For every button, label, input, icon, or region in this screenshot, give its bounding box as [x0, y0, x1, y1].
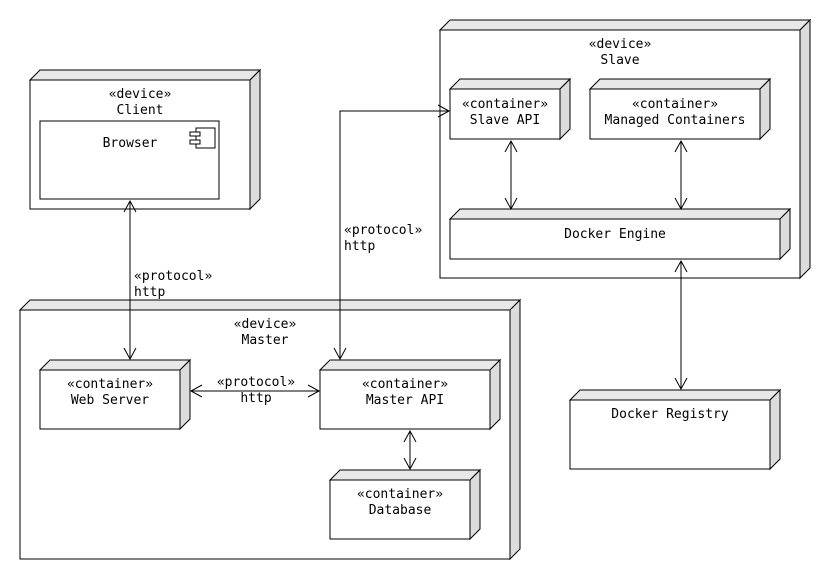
web-server-node: «container» Web Server [38, 358, 192, 431]
web-server-title: Web Server [71, 393, 149, 408]
master-api-title: Master API [366, 393, 444, 408]
edge-client-web-label: http [134, 285, 165, 300]
edge-client-web-stereotype: «protocol» [134, 269, 212, 284]
master-api-node: «container» Master API [318, 358, 502, 431]
edge-engine-registry [674, 259, 688, 391]
docker-registry-title: Docker Registry [611, 407, 729, 422]
edge-web-master: «protocol» http [189, 375, 321, 406]
database-stereotype: «container» [357, 487, 443, 502]
database-title: Database [369, 503, 432, 518]
managed-containers-title: Managed Containers [605, 113, 746, 128]
slave-title: Slave [600, 53, 639, 68]
slave-api-node: «container» Slave API [448, 77, 572, 141]
database-node: «container» Database [328, 468, 482, 541]
managed-containers-node: «container» Managed Containers [588, 77, 772, 141]
browser-component: Browser [39, 120, 220, 200]
edge-web-master-stereotype: «protocol» [217, 375, 295, 390]
edge-web-master-label: http [240, 391, 271, 406]
edge-master-slave-stereotype: «protocol» [344, 223, 422, 238]
edge-master-slave: «protocol» http [333, 104, 451, 361]
managed-containers-stereotype: «container» [632, 97, 718, 112]
edge-client-web: «protocol» http [123, 199, 212, 361]
master-title: Master [242, 333, 289, 348]
edge-master-slave-label: http [344, 239, 375, 254]
master-api-stereotype: «container» [362, 377, 448, 392]
web-server-stereotype: «container» [67, 377, 153, 392]
client-stereotype: «device» [109, 87, 172, 102]
component-icon [189, 127, 216, 149]
docker-registry-node: Docker Registry [568, 388, 782, 471]
slave-api-stereotype: «container» [462, 97, 548, 112]
edge-managed-engine [674, 139, 688, 211]
slave-api-title: Slave API [470, 113, 540, 128]
master-stereotype: «device» [234, 317, 297, 332]
edge-slaveapi-engine [504, 139, 518, 211]
browser-label: Browser [103, 136, 158, 151]
client-title: Client [117, 103, 164, 118]
docker-engine-title: Docker Engine [564, 227, 666, 242]
slave-stereotype: «device» [589, 37, 652, 52]
edge-masterapi-database [403, 429, 417, 471]
docker-engine-node: Docker Engine [448, 207, 792, 261]
